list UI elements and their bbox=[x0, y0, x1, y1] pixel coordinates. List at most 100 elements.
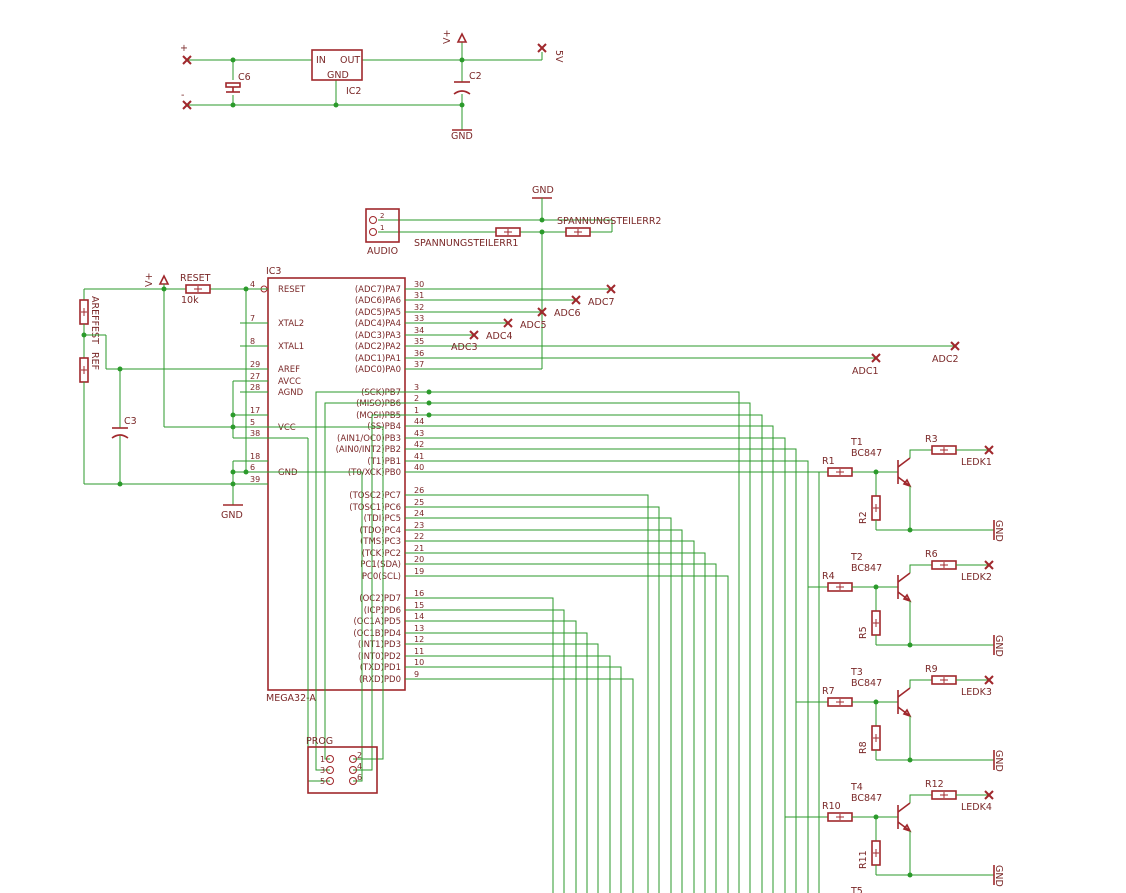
resistor-spannungsteiler1 bbox=[495, 227, 521, 237]
left-gnd-label: GND bbox=[221, 510, 243, 521]
audio-connector bbox=[365, 208, 400, 243]
mcu-left-pin-num: 17 bbox=[250, 406, 260, 415]
mcu-right-pin-label: PC1(SDA) bbox=[360, 560, 401, 570]
mcu-right-pin-label: (ADC4)PA4 bbox=[355, 319, 401, 329]
supply-gnd-label: GND bbox=[451, 131, 473, 142]
transistor-label: T1 bbox=[850, 437, 863, 448]
mcu-right-pin-label: (MOSI)PB5 bbox=[356, 411, 401, 421]
mcu-right-pin-num: 41 bbox=[414, 452, 424, 461]
mcu-right-pin-num: 33 bbox=[414, 314, 424, 323]
mcu-left-pin-num: 4 bbox=[250, 280, 255, 289]
led-label: LEDK1 bbox=[961, 457, 992, 468]
reg-in-label: IN bbox=[316, 55, 326, 66]
ref-label: REF bbox=[89, 352, 100, 370]
rc-label: R3 bbox=[925, 434, 938, 445]
audio-pin2: 2 bbox=[380, 212, 384, 220]
rb-label: R10 bbox=[822, 801, 841, 812]
regulator-ic2 bbox=[311, 49, 363, 81]
adc7-label: ADC7 bbox=[588, 297, 615, 308]
transistor-type: BC847 bbox=[851, 678, 882, 689]
mcu-right-pin-num: 16 bbox=[414, 589, 424, 598]
led-terminal bbox=[984, 445, 994, 455]
mcu-right-pin-label: (ADC0)PA0 bbox=[355, 365, 401, 375]
mcu-right-pin-num: 24 bbox=[414, 509, 424, 518]
mcu-right-pin-num: 44 bbox=[414, 417, 424, 426]
ic3-label: IC3 bbox=[266, 266, 281, 277]
mcu-right-pin-label: (TDO)PC4 bbox=[359, 526, 401, 536]
transistor-label: T4 bbox=[850, 782, 863, 793]
adc2-terminal bbox=[950, 341, 960, 351]
mcu-right-pin-label: (ICP)PD6 bbox=[364, 606, 401, 616]
c3-label: C3 bbox=[124, 416, 137, 427]
mcu-right-pin-label: (INT1)PD3 bbox=[358, 640, 401, 650]
adc4-terminal bbox=[503, 318, 513, 328]
mcu-right-pin-label: (ADC6)PA6 bbox=[355, 296, 401, 306]
ic2-label: IC2 bbox=[346, 86, 361, 97]
mcu-right-pin-label: (OC2)PD7 bbox=[359, 594, 401, 604]
prog-pin2: 2 bbox=[357, 751, 362, 760]
mcu-left-pin-num: 5 bbox=[250, 418, 255, 427]
transistor-type: BC847 bbox=[851, 448, 882, 459]
capacitor-c3 bbox=[111, 427, 129, 439]
resistor-r10 bbox=[827, 812, 853, 822]
mcu-right-pin-label: (MISO)PB6 bbox=[356, 399, 401, 409]
transistor-t3 bbox=[897, 687, 912, 718]
mcu-right-pin-label: (TCK)PC2 bbox=[362, 549, 401, 559]
rbe-label: R8 bbox=[858, 741, 869, 754]
mcu-left-pin-label: AGND bbox=[278, 388, 304, 398]
mcu-left-pin-num: 27 bbox=[250, 372, 260, 381]
supply-plus-label: + bbox=[180, 43, 188, 54]
transistor-type: BC847 bbox=[851, 563, 882, 574]
resistor-r7 bbox=[827, 697, 853, 707]
resistor-r5 bbox=[871, 610, 881, 636]
driver-stages: R1T1BC847R3LEDK1R2GNDR4T2BC847R6LEDK2R5G… bbox=[785, 434, 1004, 887]
mcu-right-pin-label: (ADC1)PA1 bbox=[355, 354, 401, 364]
mcu-right-pin-label: (SS)PB4 bbox=[367, 422, 401, 432]
audio-gnd-label: GND bbox=[532, 185, 554, 196]
mcu-right-pin-num: 40 bbox=[414, 463, 424, 472]
mcu-right-pin-label: (ADC5)PA5 bbox=[355, 308, 401, 318]
mcu-right-pin-num: 23 bbox=[414, 521, 424, 530]
mcu-left-pin-num: 29 bbox=[250, 360, 260, 369]
transistor-t4 bbox=[897, 802, 912, 833]
mcu-right-pin-num: 1 bbox=[414, 406, 419, 415]
resistor-r6 bbox=[931, 560, 957, 570]
mcu-left-pin-num: 28 bbox=[250, 383, 260, 392]
resistor-areffest bbox=[79, 299, 89, 325]
led-terminal bbox=[984, 560, 994, 570]
mcu-right-pin-num: 2 bbox=[414, 394, 419, 403]
mcu-right-pin-num: 37 bbox=[414, 360, 424, 369]
st1-label: SPANNUNGSTEILERR1 bbox=[414, 238, 518, 249]
mcu-right-pin-num: 3 bbox=[414, 383, 419, 392]
fivev-terminal bbox=[537, 43, 547, 60]
mcu-right-pin-label: PC0(SCL) bbox=[362, 572, 401, 582]
mcu-left-pin-num: 18 bbox=[250, 452, 260, 461]
left-vplus-label: V+ bbox=[144, 273, 155, 287]
mcu-right-pin-label: (SCK)PB7 bbox=[361, 388, 401, 398]
mcu-right-pin-num: 31 bbox=[414, 291, 424, 300]
reset-value: 10k bbox=[181, 295, 199, 306]
mcu-left-pin-num: 6 bbox=[250, 463, 255, 472]
mcu-left-pin-num: 8 bbox=[250, 337, 255, 346]
rbe-label: R11 bbox=[858, 850, 869, 869]
driver-gnd-label: GND bbox=[993, 520, 1004, 542]
led-label: LEDK2 bbox=[961, 572, 992, 583]
rb-label: R4 bbox=[822, 571, 835, 582]
mcu-right-pin-label: (ADC2)PA2 bbox=[355, 342, 401, 352]
resistor-r1 bbox=[827, 467, 853, 477]
mcu-right-pin-label: (AIN1/OC0)PB3 bbox=[337, 434, 401, 444]
mcu-left-pin-label: AVCC bbox=[278, 377, 301, 387]
prog-pin4: 4 bbox=[357, 762, 362, 771]
resistor-ref bbox=[79, 357, 89, 383]
st2-label: SPANNUNGSTEILERR2 bbox=[557, 216, 661, 227]
supply-plus-terminal bbox=[182, 55, 192, 65]
transistor-label: T2 bbox=[850, 552, 863, 563]
mcu-right-pin-label: (T1)PB1 bbox=[367, 457, 401, 467]
mcu-right-pin-label: (OC1B)PD4 bbox=[353, 629, 401, 639]
mcu-right-pin-label: (RXD)PD0 bbox=[359, 675, 401, 685]
reg-gnd-label: GND bbox=[327, 70, 349, 81]
resistor-r3 bbox=[931, 445, 957, 455]
transistor-t2 bbox=[897, 572, 912, 603]
transistor-label: T3 bbox=[850, 667, 863, 678]
t5-label: T5 bbox=[850, 886, 863, 893]
